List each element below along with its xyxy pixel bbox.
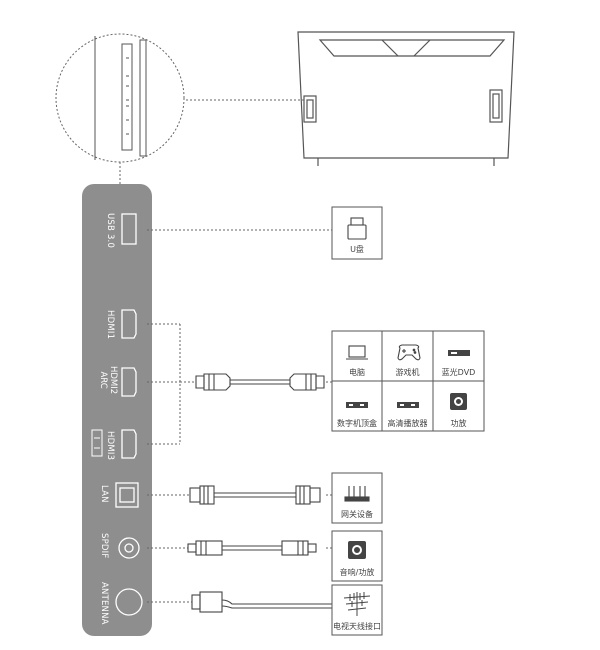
lan-port-label: LAN	[99, 485, 109, 503]
dvd-player-icon	[448, 350, 470, 356]
port-magnifier	[55, 33, 304, 184]
hdmi3-extra-icon	[91, 429, 103, 457]
hdmi2-port-label: HDMI2 ARC	[98, 366, 118, 394]
gateway-label: 网关设备	[341, 510, 373, 519]
hdmi1-port[interactable]	[121, 309, 137, 339]
hdmi2-port[interactable]	[121, 367, 137, 397]
port-panel	[82, 184, 152, 636]
hd-player-label: 高清播放器	[387, 419, 428, 428]
hdmi1-port-label: HDMI1	[105, 310, 115, 340]
spdif-port[interactable]	[118, 537, 140, 559]
computer-label: 电脑	[349, 368, 365, 377]
tv-rear-view	[297, 31, 515, 166]
usb-port[interactable]	[121, 213, 137, 245]
gamepad-icon	[397, 344, 421, 361]
amplifier-icon	[450, 393, 467, 410]
usb-port-label: USB 3.0	[105, 213, 115, 249]
router-icon	[344, 486, 370, 502]
connection-lines	[147, 229, 332, 603]
amplifier-label: 功放	[450, 419, 467, 428]
speaker-icon	[348, 541, 366, 559]
antenna-port[interactable]	[115, 588, 143, 616]
hdmi2-line1: HDMI2	[108, 366, 118, 395]
tv-antenna-label: 电视天线接口	[333, 622, 381, 631]
usb-drive-box	[331, 206, 383, 260]
hd-player-icon	[397, 402, 419, 408]
antenna-port-label: ANTENNA	[99, 582, 109, 625]
port-shapes	[91, 213, 143, 616]
lan-cable	[189, 485, 321, 505]
antenna-icon	[343, 592, 371, 616]
hdmi2-line2: ARC	[98, 371, 108, 389]
set-top-box-label: 数字机顶盒	[337, 419, 377, 428]
audio-amp-label: 音响/功放	[339, 568, 375, 577]
hdmi-device-grid	[331, 330, 485, 432]
lan-port[interactable]	[115, 482, 139, 508]
antenna-cable	[191, 591, 332, 613]
hdmi-cable	[195, 373, 325, 391]
spdif-cable	[187, 540, 317, 556]
game-console-label: 游戏机	[395, 368, 420, 377]
hdmi3-port[interactable]	[121, 429, 137, 459]
usb-drive-label: U盘	[350, 245, 364, 254]
bluray-dvd-label: 蓝光DVD	[441, 368, 476, 377]
usb-drive-icon	[347, 217, 367, 240]
laptop-icon	[346, 345, 368, 360]
spdif-port-label: SPDIF	[99, 533, 109, 559]
set-top-box-icon	[346, 402, 368, 408]
hdmi3-port-label: HDMI3	[105, 431, 115, 461]
